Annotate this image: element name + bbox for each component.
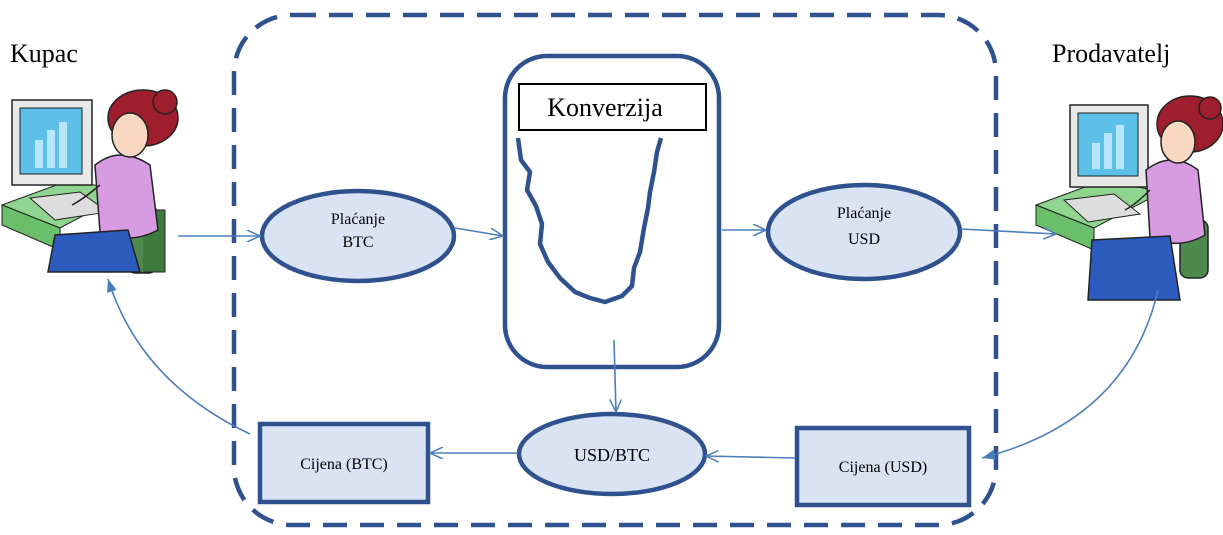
price-btc-label: Cijena (BTC)	[300, 456, 388, 473]
buyer-label: Kupac	[10, 39, 78, 68]
arrow-seller-to-price-usd	[981, 289, 1159, 460]
conversion-node	[502, 53, 722, 370]
arrow-conversion-to-rate	[614, 339, 616, 412]
seller-computer-icon	[1034, 104, 1164, 251]
payment-btc-label-2: BTC	[342, 234, 373, 251]
payment-usd-node	[765, 182, 963, 282]
arrow-price-btc-to-buyer	[107, 278, 251, 435]
price-btc-node	[257, 421, 431, 505]
price-usd-label: Cijena (USD)	[839, 459, 927, 476]
rate-label: USD/BTC	[574, 445, 650, 465]
payment-btc-node	[259, 188, 457, 284]
arrow-payment-usd-to-seller	[960, 229, 1056, 234]
arrow-price-usd-to-rate	[706, 456, 796, 458]
seller-person-icon	[1087, 95, 1223, 301]
arrow-payment-btc-to-conversion	[454, 227, 503, 236]
conversion-title-box	[518, 83, 707, 131]
conversion-funnel-shape	[515, 137, 664, 305]
payment-btc-label-1: Plaćanje	[331, 211, 385, 228]
payment-usd-label-2: USD	[848, 231, 880, 248]
system-boundary	[231, 12, 999, 528]
payment-usd-label-1: Plaćanje	[837, 205, 891, 222]
price-usd-node	[794, 425, 972, 508]
buyer-person-icon	[47, 89, 179, 274]
conversion-title: Konverzija	[547, 93, 663, 122]
seller-label: Prodavatelj	[1052, 39, 1170, 68]
